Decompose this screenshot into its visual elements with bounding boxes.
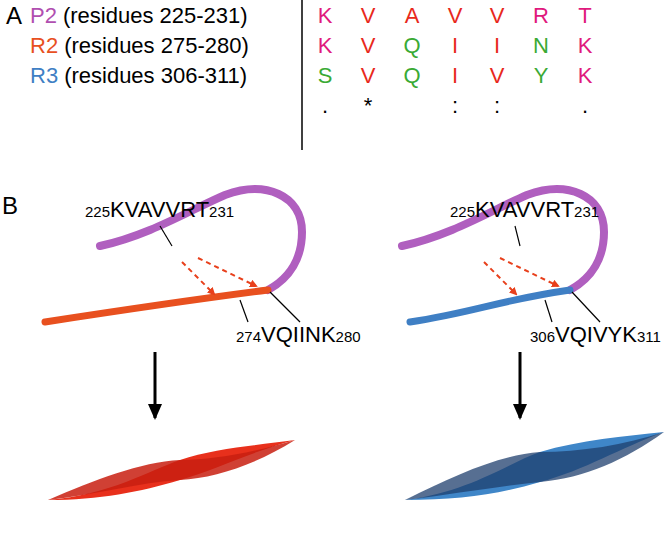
label: .: [322, 94, 328, 118]
r3-fibril: [405, 432, 664, 500]
label: I: [452, 34, 458, 58]
label: I: [494, 34, 500, 58]
label: KVAVVRT: [110, 198, 209, 222]
leader-line: [515, 226, 520, 246]
label: :: [452, 94, 458, 118]
label: 306: [530, 329, 555, 346]
label: 311: [637, 329, 661, 346]
label: 225: [450, 204, 475, 221]
down-arrow: [519, 352, 522, 418]
label: Y: [534, 64, 549, 88]
label: 274: [236, 329, 261, 346]
label: VQIINK: [261, 323, 336, 347]
divider: [301, 0, 303, 150]
leader-line: [160, 226, 172, 246]
label: V: [361, 4, 376, 28]
label: *: [364, 94, 373, 118]
label: Q: [403, 34, 420, 58]
label: (residues 275-280): [64, 34, 249, 58]
leader-line: [240, 300, 248, 322]
label: 231: [209, 204, 234, 221]
leader-line: [572, 292, 600, 322]
label: V: [448, 4, 463, 28]
label: V: [490, 64, 505, 88]
label: (residues 225-231): [63, 4, 248, 28]
label: KVAVVRT: [475, 198, 574, 222]
label: V: [490, 4, 505, 28]
label: 280: [336, 329, 361, 346]
interaction-arrow: [182, 262, 214, 294]
label: Q: [403, 64, 420, 88]
label: K: [318, 4, 333, 28]
p2-strand: [100, 189, 302, 290]
interaction-arrow: [500, 258, 558, 286]
label: VQIVYK: [555, 323, 637, 347]
label: R: [533, 4, 549, 28]
label: 231: [574, 204, 599, 221]
label: N: [533, 34, 549, 58]
label: 225: [85, 204, 110, 221]
label: R3: [30, 64, 58, 88]
label: S: [318, 64, 333, 88]
label: (residues 306-311): [64, 64, 247, 88]
label: B: [2, 193, 18, 219]
leader-line: [270, 292, 300, 322]
label: T: [578, 4, 591, 28]
interaction-arrow: [198, 258, 256, 286]
label: V: [361, 64, 376, 88]
label: :: [494, 94, 500, 118]
label: K: [578, 64, 593, 88]
leader-line: [545, 300, 552, 322]
p2-strand: [402, 189, 604, 290]
label: I: [452, 64, 458, 88]
label: R2: [30, 34, 58, 58]
down-arrow: [154, 352, 157, 418]
r2-fibril: [48, 440, 295, 500]
interaction-arrow: [484, 262, 516, 294]
label: K: [318, 34, 333, 58]
r2-strand: [45, 290, 268, 322]
label: P2: [30, 4, 57, 28]
label: K: [578, 34, 593, 58]
r3-strand: [410, 290, 570, 322]
label: A: [405, 4, 420, 28]
label: V: [361, 34, 376, 58]
label: .: [582, 94, 588, 118]
label: A: [6, 3, 22, 29]
